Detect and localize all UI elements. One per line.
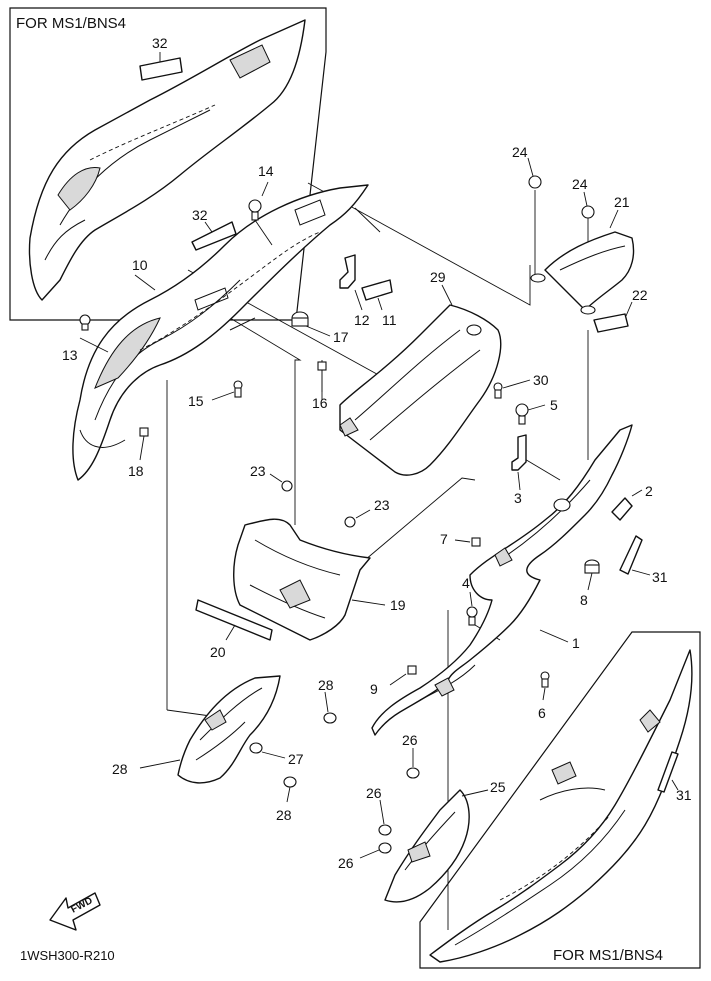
variant-box-top-left: FOR MS1/BNS4 32 (9, 7, 327, 321)
callout-23b: 23 (374, 497, 390, 513)
callout-22: 22 (632, 287, 648, 303)
part-22-pad (593, 313, 629, 333)
grommet-28c (283, 776, 297, 803)
callout-18: 18 (128, 463, 144, 479)
callout-16: 16 (312, 395, 328, 411)
callout-20: 20 (210, 644, 226, 660)
screw-24a (527, 157, 542, 189)
callout-2: 2 (645, 483, 653, 499)
callout-31-variant: 31 (676, 787, 692, 803)
callout-4: 4 (462, 575, 470, 591)
part-3-bracket (511, 434, 527, 471)
part-1-lower-cover (371, 424, 633, 736)
decal-part-32-variant (139, 57, 183, 81)
callout-10: 10 (132, 257, 148, 273)
callout-8: 8 (580, 592, 588, 608)
callout-5: 5 (550, 397, 558, 413)
callout-3: 3 (514, 490, 522, 506)
callout-28b: 27 (288, 751, 304, 767)
callout-26b: 26 (366, 785, 382, 801)
callout-26a: 26 (402, 732, 418, 748)
fastener-4 (466, 591, 478, 626)
fastener-6 (540, 671, 550, 701)
callout-9: 9 (370, 681, 378, 697)
grommet-28b (249, 742, 286, 759)
decal-part-32 (191, 221, 237, 251)
callout-15: 15 (188, 393, 204, 409)
part-12-bracket (339, 254, 356, 289)
clip-18 (139, 427, 149, 461)
grommet-8 (584, 559, 600, 591)
fastener-17 (291, 311, 331, 337)
callout-32-variant: 32 (152, 35, 168, 51)
grommet-26b (378, 799, 392, 836)
callout-13: 13 (62, 347, 78, 363)
part-29-center-panel (339, 284, 502, 476)
clip-16 (317, 361, 327, 392)
drawing-code: 1WSH300-R210 (20, 948, 115, 963)
callout-24b: 24 (572, 176, 588, 192)
fastener-14 (248, 181, 273, 246)
part-31-decal-variant (657, 751, 679, 793)
fastener-15 (211, 380, 243, 401)
fastener-30 (493, 379, 531, 399)
variant-box-bottom-right: 31 FOR MS1/BNS4 (419, 631, 701, 969)
callout-14: 14 (258, 163, 274, 179)
callout-23a: 23 (250, 463, 266, 479)
callout-1: 1 (572, 635, 580, 651)
part-25-lower-cover (384, 789, 489, 903)
callout-26c: 26 (338, 855, 354, 871)
part-2-decal (611, 497, 633, 521)
assembly-guides (166, 182, 589, 930)
part-20-strip (195, 599, 273, 641)
fastener-13 (79, 314, 109, 353)
callout-30: 30 (533, 372, 549, 388)
callout-19: 19 (390, 597, 406, 613)
variant-box-caption: FOR MS1/BNS4 (553, 947, 663, 964)
callout-28a: 28 (318, 677, 334, 693)
clip-9 (389, 665, 417, 686)
callout-29: 29 (430, 269, 446, 285)
grommet-26c (359, 842, 392, 859)
part-31-decal (619, 535, 643, 575)
screw-24b (581, 191, 595, 219)
screw-23a (269, 473, 293, 492)
part-11-pad (361, 279, 393, 301)
callout-6: 6 (538, 705, 546, 721)
callout-17: 17 (333, 329, 349, 345)
fastener-5 (515, 403, 546, 425)
part-19-front-cowl (233, 518, 386, 641)
part-10-side-cover (72, 184, 369, 481)
callout-32: 32 (192, 207, 208, 223)
callout-31: 31 (652, 569, 668, 585)
callout-12: 12 (354, 312, 370, 328)
callout-25: 25 (490, 779, 506, 795)
part-21-cover (530, 209, 635, 315)
callout-7: 7 (440, 531, 448, 547)
callout-11: 11 (382, 312, 397, 328)
grommet-26a (406, 748, 420, 779)
callout-21: 21 (614, 194, 630, 210)
part-27-lower-cover (139, 675, 281, 784)
fwd-arrow-icon: FWD (49, 892, 101, 931)
screw-23b (344, 509, 371, 528)
variant-box-caption: FOR MS1/BNS4 (16, 15, 126, 32)
callout-24a: 24 (512, 144, 528, 160)
clip-7 (454, 537, 481, 547)
grommet-28a (323, 691, 337, 724)
callout-27: 28 (112, 761, 128, 777)
callout-28c: 28 (276, 807, 292, 823)
